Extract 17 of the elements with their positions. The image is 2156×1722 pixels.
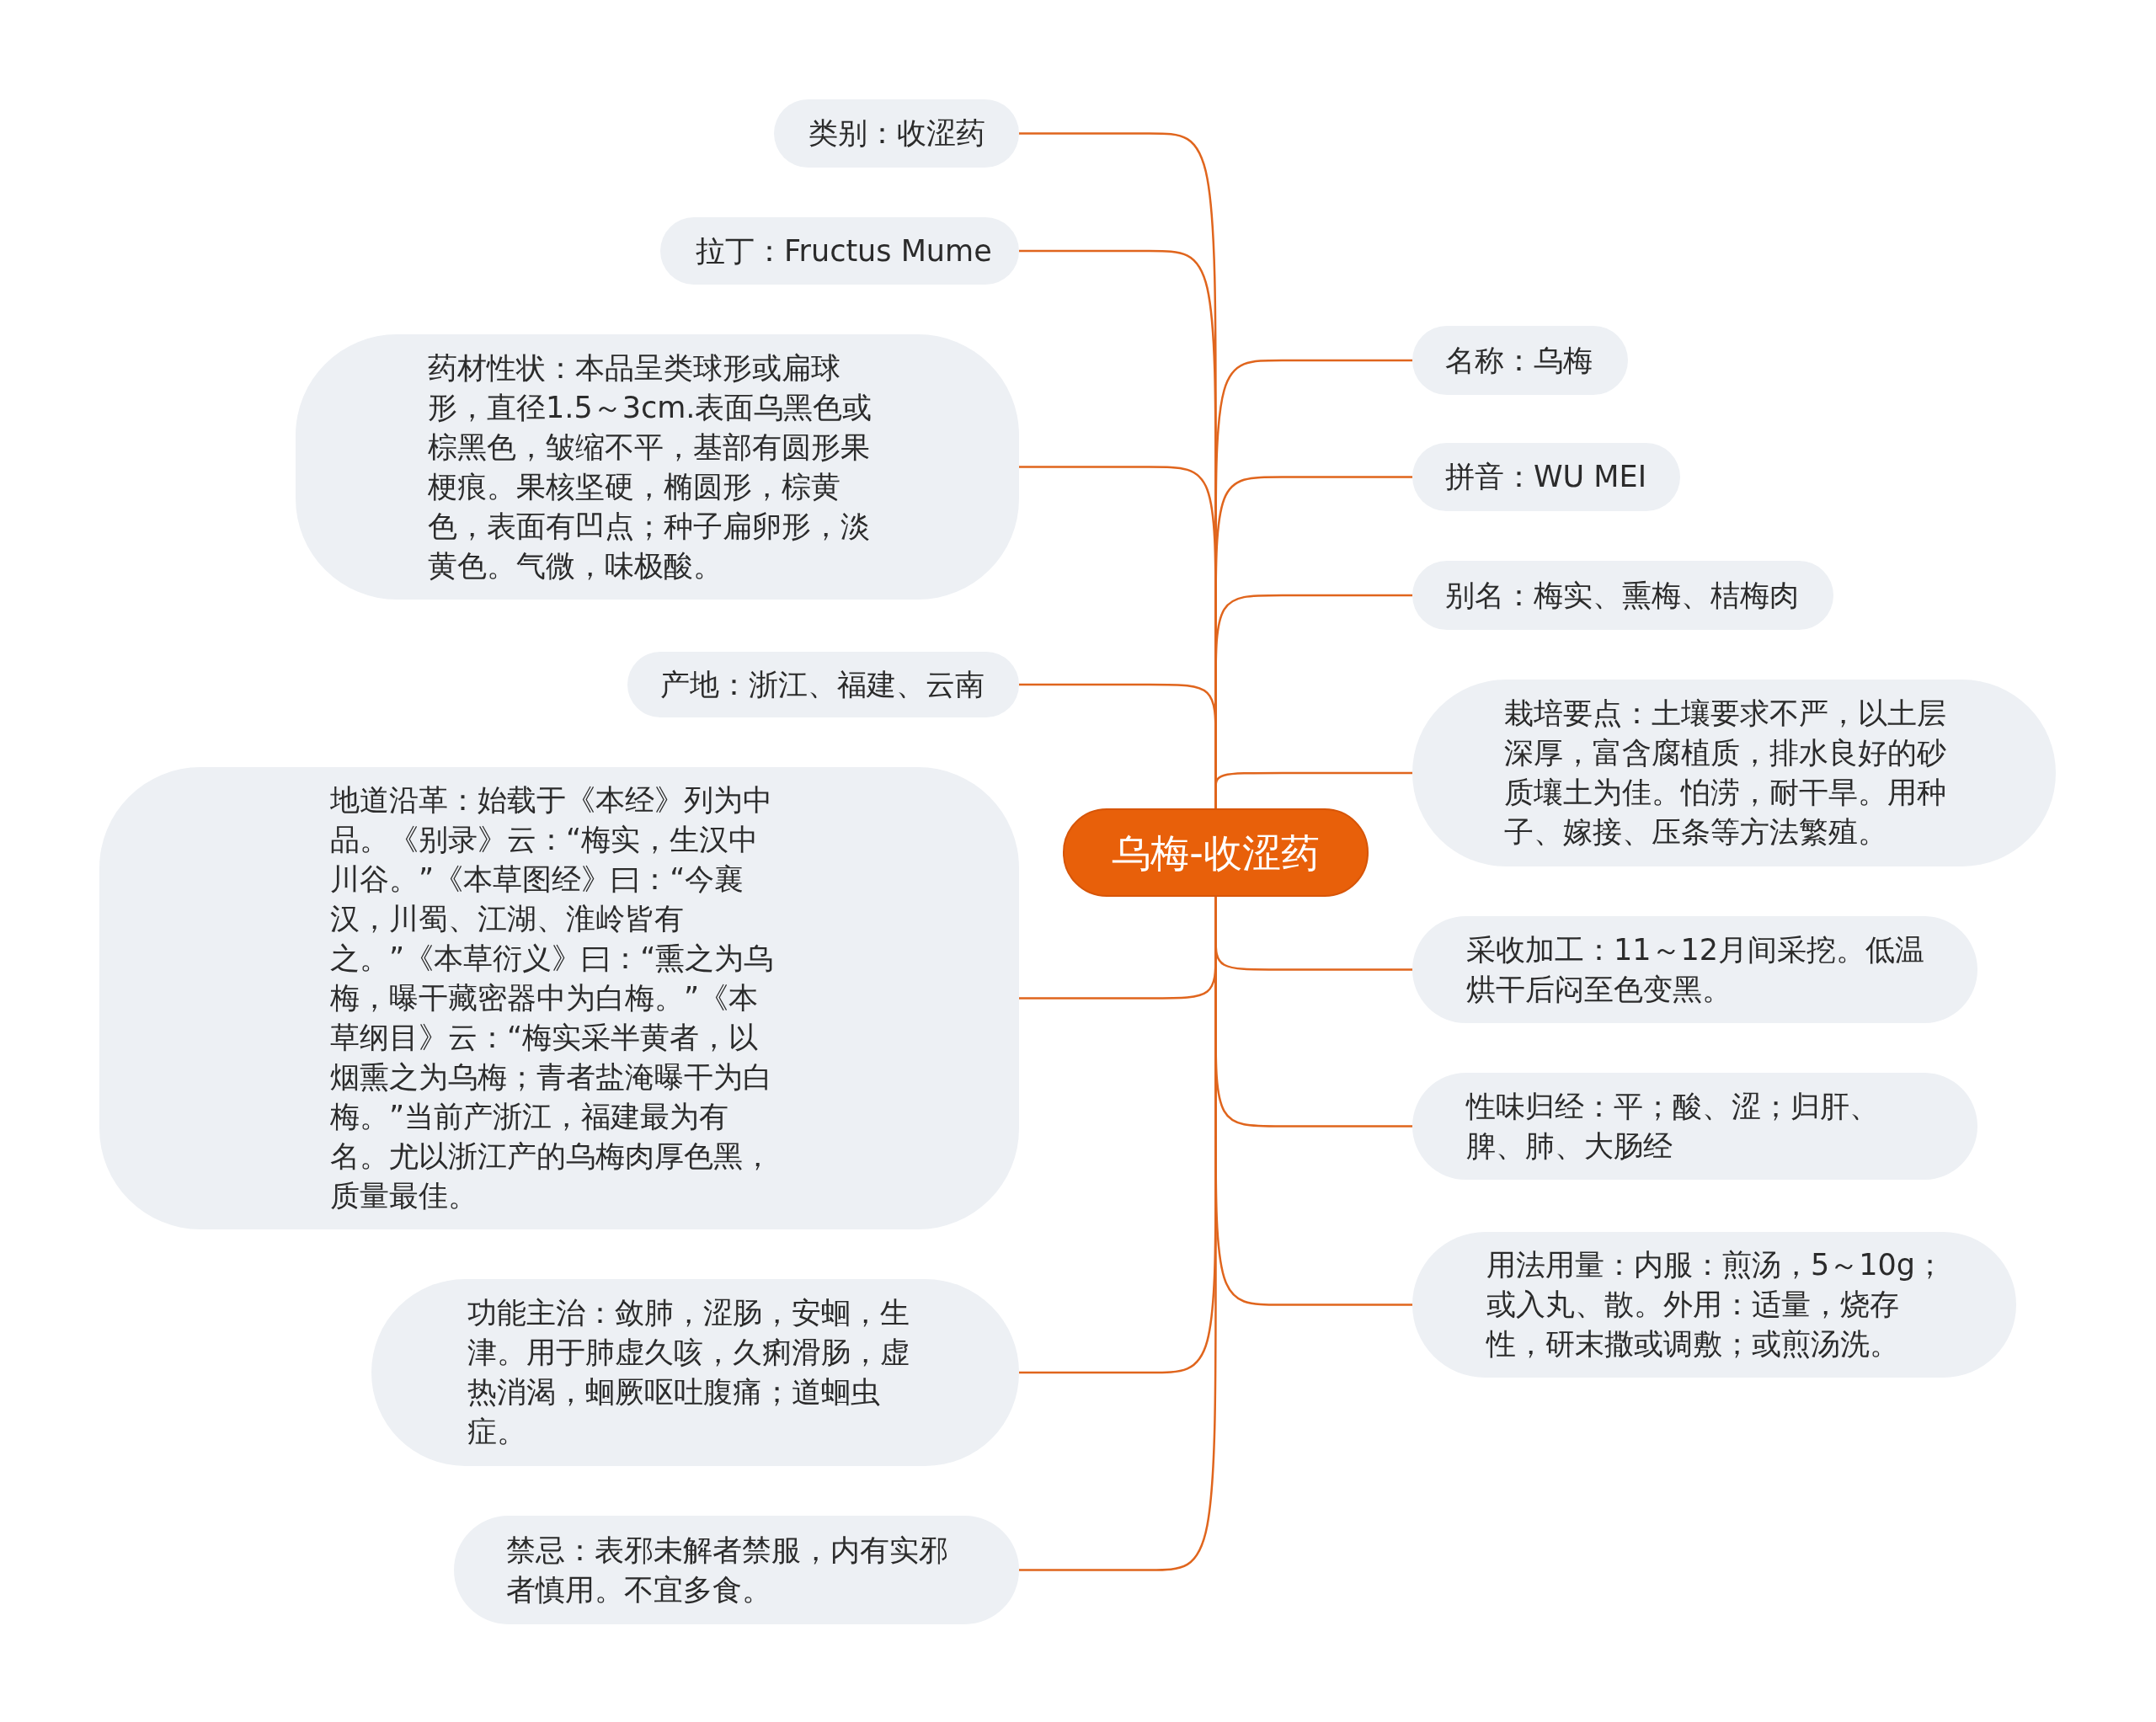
topic-text: 栽培要点：土壤要求不严，以土层深厚，富含腐植质，排水良好的砂质壤土为佳。怕涝，耐干旱。用种子、嫁接、压条等方法繁殖。	[1504, 696, 1947, 850]
topic-text: 类别：收涩药	[808, 115, 986, 152]
topic-text: 地道沿革：始载于《本经》列为中品。《别录》云：“梅实，生汉中川谷。”《本草图经》曰：“今襄汉，川蜀、江湖、淮岭皆有之。”《本草衍义》曰：“熏之为乌梅，曝干藏密器中为白梅。”《本草纲目》云：“梅实采半黄者，以烟熏之为乌梅；青者盐淹曝干为白梅。”当前产浙江，福建最为有名。尤以浙江产的乌梅肉厚色黑，质量最佳。	[330, 782, 775, 1214]
topic-text: 乌梅-收涩药	[1112, 829, 1320, 877]
topic-text: 功能主治：敛肺，涩肠，安蛔，生津。用于肺虚久咳，久痢滑肠，虚热消渴，蛔厥呕吐腹痛；道蛔虫症。	[467, 1295, 910, 1450]
topic-text: 名称：乌梅	[1445, 342, 1593, 379]
topic-text: 用法用量：内服：煎汤，5～10g；或入丸、散。外用：适量，烧存性，研末撒或调敷；或煎汤洗。	[1486, 1247, 1946, 1362]
topic-text: 药材性状：本品呈类球形或扁球形，直径1.5～3cm.表面乌黑色或棕黑色，皱缩不平，基部有圆形果梗痕。果核坚硬，椭圆形，棕黄色，表面有凹点；种子扁卵形，淡黄色。气微，味极酸。	[428, 349, 873, 584]
topic-text: 拼音：WU MEI	[1445, 459, 1647, 495]
topic-text: 采收加工：11～12月间采挖。低温烘干后闷至色变黑。	[1466, 931, 1926, 1008]
topic-text: 拉丁：Fructus Mume	[696, 232, 993, 269]
topic-bubble	[99, 767, 1019, 1229]
connector-line	[1214, 771, 1412, 808]
topic-text: 性味归经：平；酸、涩；归肝、脾、肺、大肠经	[1466, 1088, 1880, 1165]
topic-text: 别名：梅实、熏梅、桔梅肉	[1445, 577, 1800, 614]
topic-text: 产地：浙江、福建、云南	[660, 666, 985, 703]
topic-text: 禁忌：表邪未解者禁服，内有实邪者慎用。不宜多食。	[506, 1532, 949, 1608]
